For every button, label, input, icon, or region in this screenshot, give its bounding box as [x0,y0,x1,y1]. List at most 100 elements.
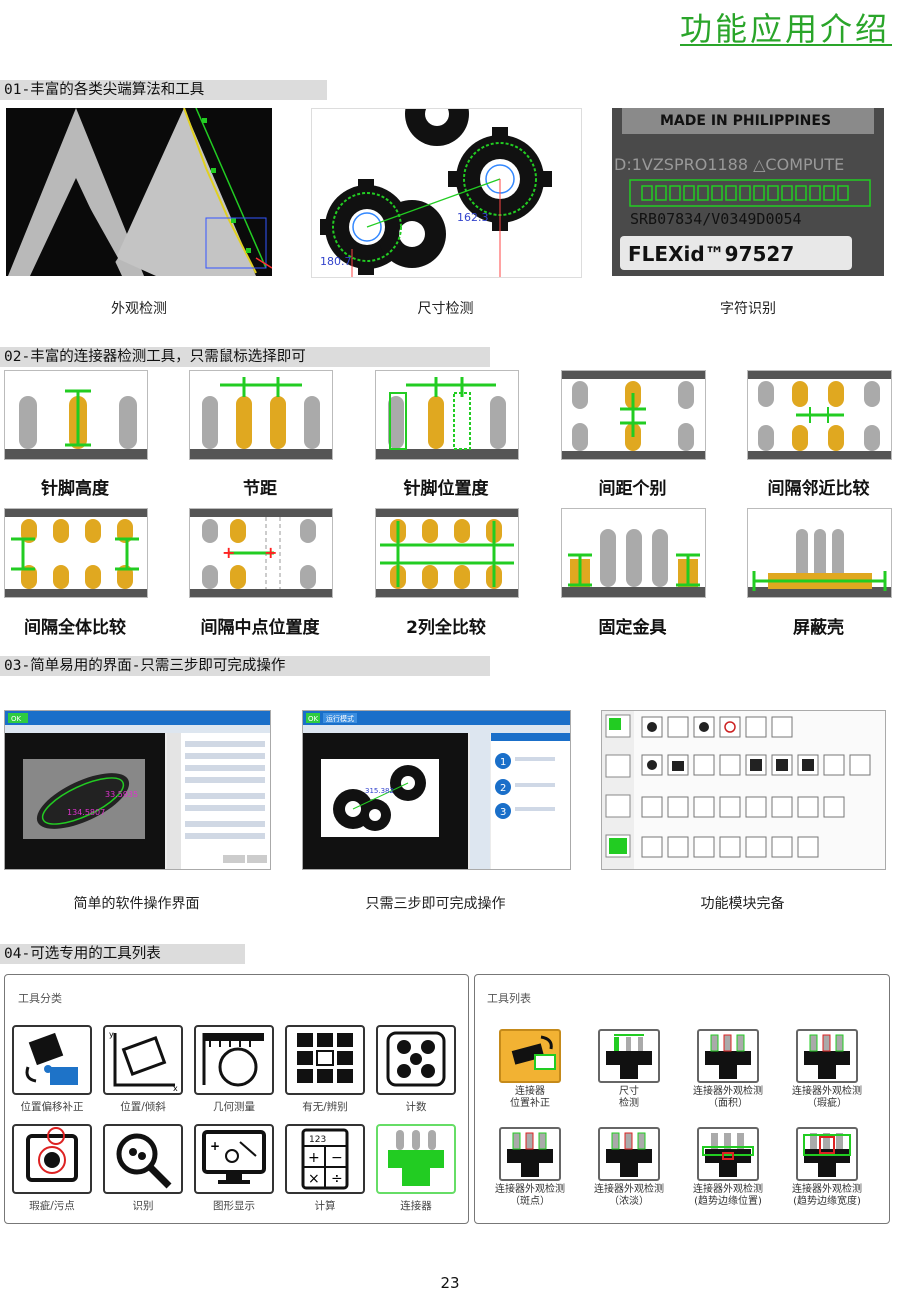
label-overall-compare: 间隔全体比较 [24,618,126,638]
page-title: 功能应用介绍 [679,10,890,48]
caption-module-palette: 功能模块完备 [700,896,785,912]
appearance-inspection-image [6,108,272,276]
category-label-geometry: 几何测量 [213,1101,255,1113]
tile-pin-position [375,370,519,460]
svg-text:×: × [308,1171,320,1187]
tool-label-edge-position: 连接器外观检测 (趋势边缘位置) [693,1184,763,1207]
tile-two-row-compare [375,508,519,598]
label-midpoint-position: 间隔中点位置度 [200,618,320,638]
tool-appearance-defect[interactable] [796,1029,858,1083]
label-adjacent-compare: 间隔邻近比较 [767,479,870,499]
section-2-heading: 02-丰富的连接器检测工具，只需鼠标选择即可 [0,347,490,367]
label-two-row-compare: 2列全比较 [406,618,486,638]
category-recognition[interactable] [103,1124,183,1194]
label-pitch: 节距 [243,479,277,499]
tool-trend-edge-position[interactable] [697,1127,759,1181]
category-position-offset[interactable] [12,1025,92,1095]
tile-spacing-individual [561,370,706,460]
tool-appearance-spot[interactable] [499,1127,561,1181]
category-label-position-tilt: 位置/倾斜 [120,1101,166,1113]
caption-three-steps: 只需三步即可完成操作 [365,896,506,912]
category-defect-stain[interactable] [12,1124,92,1194]
tool-category-title: 工具分类 [18,992,62,1005]
tile-shield-shell [747,508,892,598]
section-3-heading: 03-简单易用的界面-只需三步即可完成操作 [0,656,490,676]
dimension-value-b: 180.7 [320,255,352,268]
svg-text:÷: ÷ [331,1171,343,1187]
tool-dimension-inspect[interactable] [598,1029,660,1083]
tool-label-spot: 连接器外观检测 （斑点） [495,1184,565,1207]
category-calculation[interactable]: 123 +−× ÷ [285,1124,365,1194]
ui2-run-mode: 运行模式 [326,714,354,723]
ui2-value: 315.382 [365,787,394,795]
step-1: 1 [500,757,506,768]
tile-overall-compare [4,508,148,598]
svg-text:−: − [331,1150,343,1166]
tile-pin-height [4,370,148,460]
ui1-ok-label: OK [11,715,22,723]
svg-text:y: y [109,1030,114,1039]
tool-list-panel [474,974,890,1224]
category-label-presence: 有无/辨别 [302,1101,348,1113]
label-pin-height: 针脚高度 [41,479,109,499]
title-underline [680,44,892,46]
tile-midpoint-position: ++ [189,508,333,598]
ui1-value-a: 33.5935 [105,790,138,799]
ocr-image: MADE IN PHILIPPINES D:1VZSPRO1188 △COMPU… [612,108,884,276]
dimension-inspection-image: 162.3 180.7 [311,108,582,278]
category-label-position-offset: 位置偏移补正 [20,1101,84,1113]
category-connector[interactable] [376,1124,456,1194]
tool-appearance-area[interactable] [697,1029,759,1083]
svg-text:+: + [308,1150,320,1166]
ocr-line-3: SRB07834/V0349D0054 [630,210,802,228]
three-steps-screenshot: OK 运行模式 315.382 1 2 3 [302,710,571,870]
category-label-calculation: 计算 [314,1200,336,1212]
category-label-graphic: 图形显示 [213,1200,255,1212]
section-1-heading: 01-丰富的各类尖端算法和工具 [0,80,327,100]
ui2-ok-label: OK [308,715,319,723]
svg-text:+: + [222,543,235,562]
ui1-value-b: 134.5807 [67,808,105,817]
category-label-recognition: 识别 [132,1200,154,1212]
category-label-connector: 连接器 [400,1200,432,1212]
category-count[interactable] [376,1025,456,1095]
tool-label-defect: 连接器外观检测 （瑕疵） [792,1086,862,1109]
dimension-value-a: 162.3 [457,211,489,224]
step-2: 2 [500,783,506,794]
caption-dimension: 尺寸检测 [417,301,474,317]
tool-connector-position-correct[interactable] [499,1029,561,1083]
ocr-line-2: D:1VZSPRO1188 △COMPUTE [614,155,844,174]
category-label-defect: 瑕疵/污点 [29,1200,75,1212]
tile-adjacent-compare [747,370,892,460]
category-label-count: 计数 [405,1101,427,1113]
software-ui-screenshot: OK 33.5935 134.5807 [4,710,271,870]
tool-trend-edge-width[interactable] [796,1127,858,1181]
tool-appearance-shade[interactable] [598,1127,660,1181]
category-graphic-display[interactable]: + [194,1124,274,1194]
module-palette-screenshot [601,710,886,870]
label-shield-shell: 屏蔽壳 [793,618,844,638]
calc-display: 123 [309,1135,326,1145]
svg-text:x: x [173,1084,178,1093]
label-fixing-bracket: 固定金具 [598,618,667,638]
tile-fixing-bracket [561,508,706,598]
step-3: 3 [500,807,506,818]
category-presence-discriminate[interactable] [285,1025,365,1095]
svg-text:+: + [264,543,277,562]
tool-list-title: 工具列表 [487,992,531,1005]
label-spacing-individual: 间距个别 [598,479,667,499]
category-geometry-measure[interactable] [194,1025,274,1095]
tile-pitch [189,370,333,460]
tool-label-dimension: 尺寸 检测 [619,1086,639,1109]
caption-ocr: 字符识别 [720,301,776,317]
section-4-heading: 04-可选专用的工具列表 [0,944,245,964]
ocr-line-1: MADE IN PHILIPPINES [660,113,831,129]
tool-label-position-correct: 连接器 位置补正 [510,1086,550,1109]
caption-appearance: 外观检测 [111,301,167,317]
tool-label-area: 连接器外观检测 （面积） [693,1086,763,1109]
ocr-line-4: FLEXid™97527 [628,242,794,266]
svg-text:+: + [210,1139,220,1153]
label-pin-position: 针脚位置度 [403,479,489,499]
tool-label-edge-width: 连接器外观检测 (趋势边缘宽度) [792,1184,862,1207]
